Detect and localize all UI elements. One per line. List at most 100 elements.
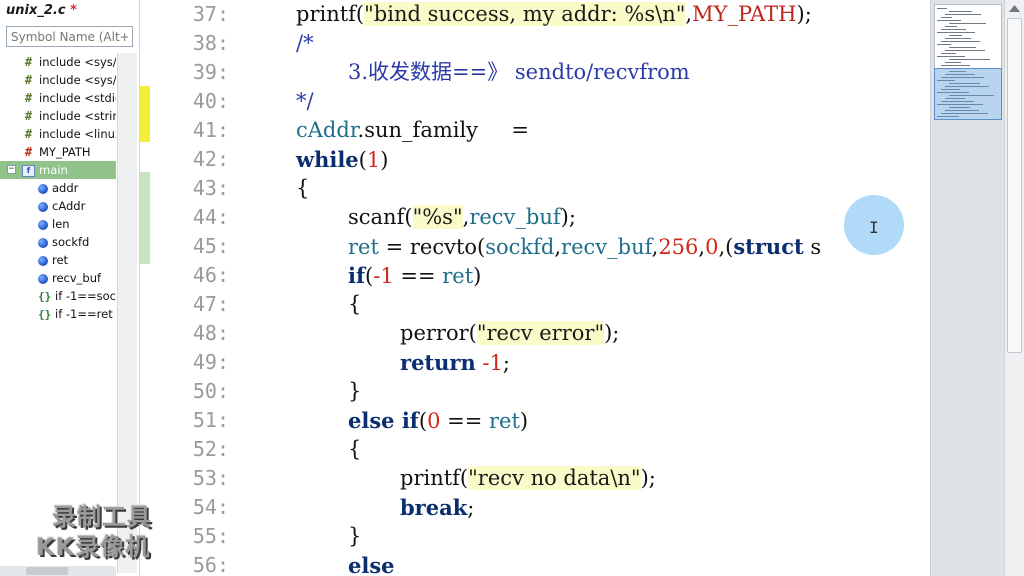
minimap-line [937,104,983,105]
code-line[interactable]: 48:perror("recv error"); [150,319,930,348]
symbol-tree-item[interactable]: len [0,215,116,233]
minimap-line [937,32,975,33]
minimap-line [941,113,988,114]
minimap-viewport[interactable] [934,68,1002,120]
code-text: printf("recv no data\n"); [400,464,656,493]
code-token: , [651,235,659,259]
code-line[interactable]: 45:ret = recvto(sockfd,recv_buf,256,0,(s… [150,232,930,261]
symbol-search-input[interactable] [6,26,133,47]
code-token: , [462,205,470,229]
code-token: 0 [427,409,441,433]
symbol-tree-label: len [52,217,70,231]
scroll-thumb[interactable] [26,567,68,575]
code-line[interactable]: 43:{ [150,174,930,203]
symbol-tree-hscrollbar[interactable] [0,566,116,576]
symbol-tree-item[interactable]: #include <sys/ [0,53,116,71]
code-text: ret = recvto(sockfd,recv_buf,256,0,(stru… [348,232,821,262]
code-token: { [296,176,310,200]
symbol-tree-label: ret [52,253,69,267]
code-line[interactable]: 54:break; [150,493,930,522]
symbol-tree-item[interactable]: {}if -1==soc [0,287,116,305]
minimap-line [937,116,959,117]
line-number: 54: [192,495,229,519]
code-line[interactable]: 51:else if(0 == ret) [150,406,930,435]
code-line[interactable]: 41:cAddr.sun_family = [150,116,930,145]
symbol-tree-label: sockfd [52,235,90,249]
file-tab[interactable]: unix_2.c * [0,0,138,24]
minimap-line [949,83,980,84]
code-token: ( [418,409,428,433]
symbol-tree-item[interactable]: #include <linux [0,125,116,143]
code-line[interactable]: 40:*/ [150,87,930,116]
code-line[interactable]: 50:} [150,377,930,406]
minimap[interactable] [930,0,1004,576]
code-token: ); [640,466,656,490]
collapse-icon[interactable]: − [7,164,16,174]
code-token: while [296,147,359,172]
block-icon: {} [38,308,52,321]
symbol-tree-label: MY_PATH [39,145,91,159]
code-line[interactable]: 49:return -1; [150,348,930,377]
line-number: 44: [192,205,229,229]
symbol-tree-item[interactable]: #include <strin [0,107,116,125]
code-line[interactable]: 46:if(-1 == ret) [150,261,930,290]
include-icon: # [24,73,33,87]
code-token: /* [296,31,314,55]
code-line[interactable]: 44:scanf("%s",recv_buf); [150,203,930,232]
function-icon: f [22,164,35,177]
line-number: 38: [192,31,229,55]
minimap-line [949,11,972,12]
code-line[interactable]: 52:{ [150,435,930,464]
symbol-tree-item[interactable]: {}if -1==ret [0,305,116,323]
code-token: MY_PATH [692,2,797,26]
code-line[interactable]: 56:else [150,551,930,576]
minimap-line [941,29,966,30]
code-line[interactable]: 53:printf("recv no data\n"); [150,464,930,493]
code-text: perror("recv error"); [400,319,619,348]
symbol-tree-item[interactable]: sockfd [0,233,116,251]
line-number: 37: [192,2,229,26]
scroll-up-icon[interactable] [1009,4,1020,13]
code-text: { [296,174,309,203]
symbol-tree-item[interactable]: ret [0,251,116,269]
code-line[interactable]: 37:printf("bind success, my addr: %s\n",… [150,0,930,29]
code-token: ) [380,148,389,172]
define-icon: # [24,145,33,159]
symbol-tree-item[interactable]: #include <sys/ [0,71,116,89]
symbol-tree-item[interactable]: recv_buf [0,269,116,287]
minimap-line [937,92,969,93]
symbol-tree-item[interactable]: #include <stdio [0,89,116,107]
code-line[interactable]: 55:} [150,522,930,551]
code-token: ) [473,264,482,288]
code-line[interactable]: 42:while(1) [150,145,930,174]
modified-marker [140,86,150,142]
minimap-line [945,86,989,87]
code-token: 3.收发数据==》 sendto/recvfrom [348,60,690,84]
editor-scrollbar[interactable] [1004,0,1024,576]
code-token: ; [467,496,475,520]
code-token: 1 [366,148,381,172]
minimap-line [945,62,961,63]
code-token: , [685,2,693,26]
code-text: if(-1 == ret) [348,261,481,291]
code-line[interactable]: 39:3.收发数据==》 sendto/recvfrom [150,58,930,87]
minimap-line [945,110,979,111]
code-token: ret [442,264,474,288]
code-text: { [348,290,361,319]
scroll-thumb[interactable] [1007,18,1022,353]
code-text: cAddr.sun_family = [296,116,529,145]
symbol-tree-scrollbar[interactable] [117,53,137,573]
symbol-tree-item[interactable]: cAddr [0,197,116,215]
code-editor[interactable]: 37:printf("bind success, my addr: %s\n",… [150,0,930,576]
variable-icon [38,201,48,212]
code-line[interactable]: 38: /* [150,29,930,58]
symbol-tree-item[interactable]: # MY_PATH [0,143,116,161]
symbol-tree-item[interactable]: addr [0,179,116,197]
minimap-line [949,107,970,108]
code-token: -1 [482,351,503,375]
code-token: ret [488,409,520,433]
variable-icon [38,183,48,194]
code-line[interactable]: 47:{ [150,290,930,319]
variable-icon [38,237,48,248]
